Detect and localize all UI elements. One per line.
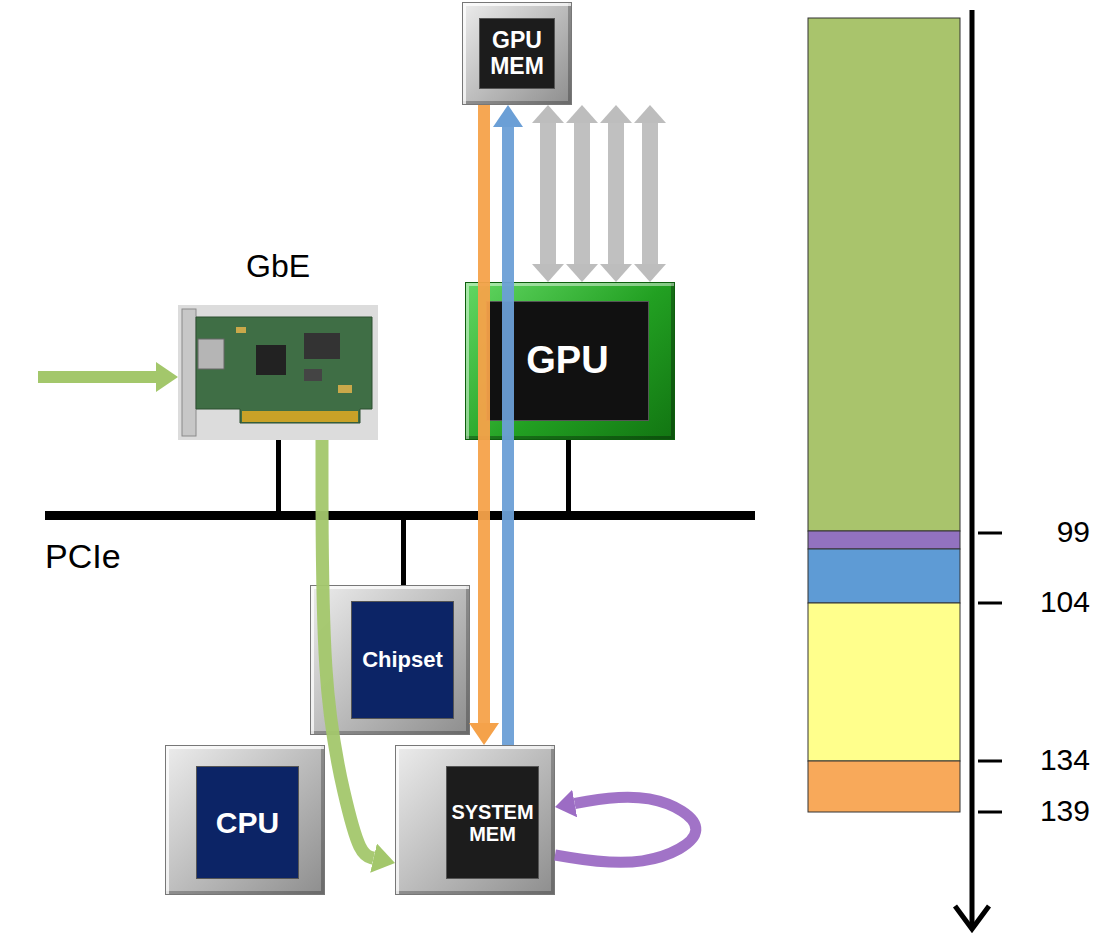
incoming-arrow-head — [156, 362, 178, 392]
cpu-chip: CPU — [165, 745, 325, 895]
time-value: 134 — [1040, 743, 1090, 776]
data-flow-arrow — [322, 440, 374, 858]
chip-label: GPU MEM — [483, 28, 551, 79]
time-axis — [970, 10, 975, 926]
time-segment — [808, 531, 960, 549]
gpu-chip: GPU — [465, 282, 675, 440]
pcie-bus — [45, 511, 755, 520]
chip-face: SYSTEM MEM — [446, 766, 539, 879]
chip-label: CPU — [216, 806, 279, 839]
network-card-photo — [178, 305, 378, 440]
time-value: 139 — [1040, 794, 1090, 827]
bus-name: PCIe — [45, 538, 121, 575]
chip-face: GPU — [486, 301, 649, 421]
memory-chip: SYSTEM MEM — [395, 745, 555, 895]
data-flow-arrow — [502, 127, 514, 745]
axis-tick — [978, 532, 1002, 535]
card-chip — [256, 345, 286, 375]
memory-chip: GPU MEM — [462, 2, 572, 105]
time-segment — [808, 761, 960, 812]
axis-arrow — [955, 906, 989, 929]
data-flow-arrow — [608, 123, 624, 264]
time-value: 104 — [1040, 585, 1090, 618]
chip-face: GPU MEM — [479, 18, 555, 89]
card-chip — [304, 333, 340, 359]
card-part — [338, 385, 352, 393]
chip-label: SYSTEM MEM — [450, 801, 535, 845]
card-chip — [304, 369, 322, 381]
data-flow-arrow — [555, 797, 696, 862]
chipset-chip: Chipset — [310, 585, 470, 735]
data-flow-arrow — [540, 123, 556, 264]
bus-stub — [566, 440, 571, 513]
data-flow-arrow — [478, 105, 490, 723]
axis-tick — [978, 602, 1002, 605]
chip-face: Chipset — [351, 601, 454, 719]
card-bracket — [182, 309, 196, 436]
card-part — [236, 327, 246, 333]
card-fingers — [242, 411, 358, 422]
data-flow-arrow — [574, 123, 590, 264]
time-value: 99 — [1057, 515, 1090, 548]
network-card: GbE — [178, 305, 378, 440]
rj45-port — [198, 339, 224, 369]
axis-tick — [978, 760, 1002, 763]
card-board — [196, 317, 372, 423]
chip-face: CPU — [196, 766, 299, 879]
photo-ground — [178, 305, 378, 440]
incoming-arrow — [38, 371, 156, 383]
chip-label: Chipset — [362, 648, 443, 672]
data-flow-arrow — [642, 123, 658, 264]
card-label: GbE — [178, 249, 378, 284]
bus-stub — [401, 518, 406, 586]
time-segment — [808, 603, 960, 761]
bus-stub — [276, 440, 281, 513]
axis-tick — [978, 811, 1002, 814]
chip-label: GPU — [526, 340, 608, 382]
time-segment — [808, 549, 960, 603]
time-segment — [808, 18, 960, 531]
